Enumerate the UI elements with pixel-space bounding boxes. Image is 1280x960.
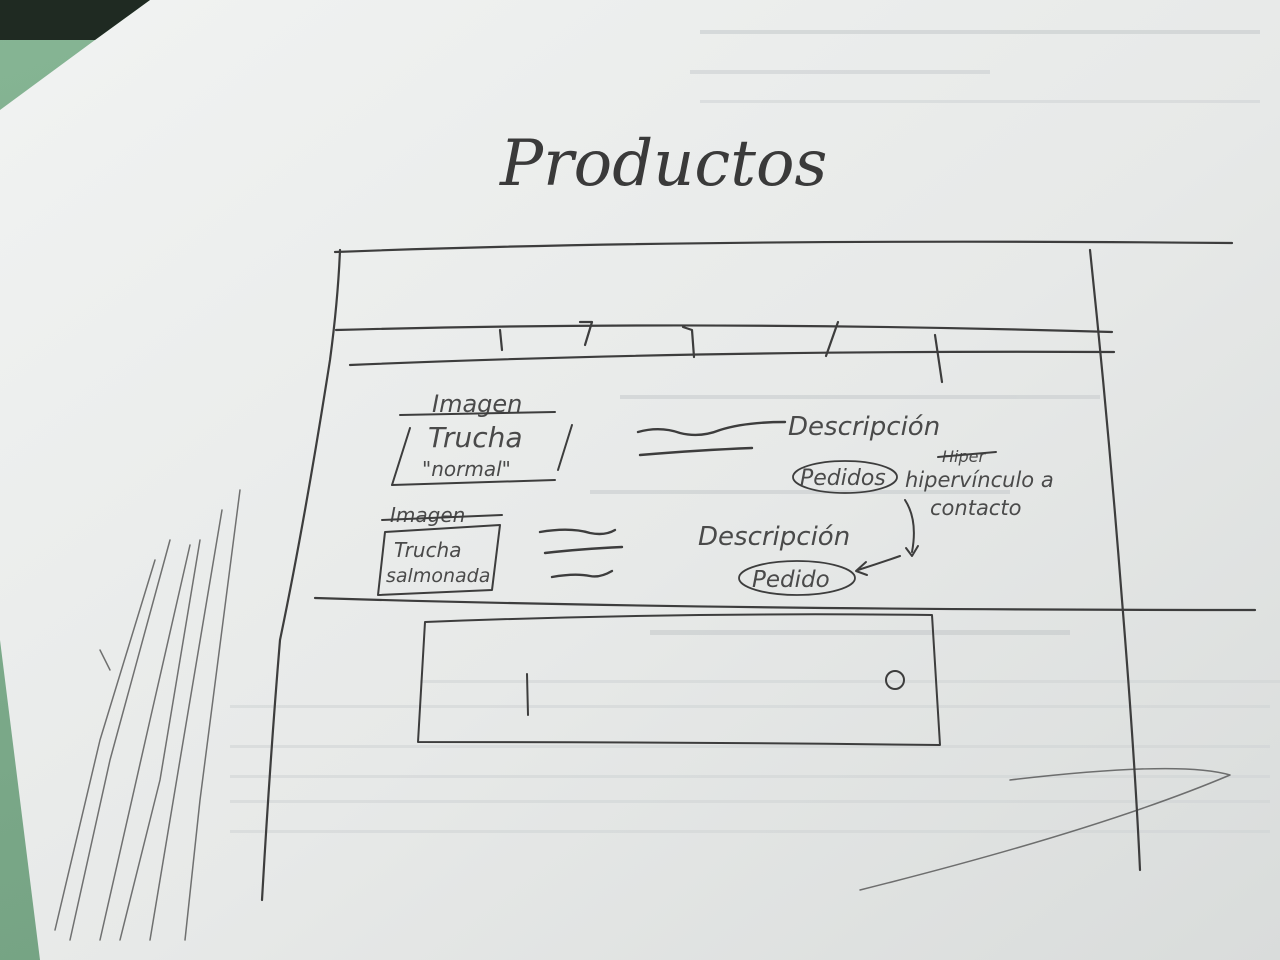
product-2-description-lines	[538, 528, 624, 579]
bleed-through-text	[230, 30, 1280, 833]
product-2-image-label: Imagen	[390, 503, 465, 527]
product-2-order-button-outline	[738, 560, 856, 596]
product-1-order-button-outline	[792, 460, 898, 494]
product-2-description-label: Descripción	[698, 522, 850, 552]
page-title: Productos	[499, 127, 827, 201]
annotation-note: Hiper hipervínculo a contacto	[855, 447, 1054, 576]
dark-corner	[0, 0, 150, 40]
product-2-order-button[interactable]: Pedido	[752, 567, 830, 593]
product-2-name-line2: salmonada	[386, 565, 490, 587]
footer-box	[417, 613, 941, 746]
product-1-order-button[interactable]: Pedidos	[800, 466, 886, 491]
footer-icon	[885, 670, 905, 690]
annotation-struck-word: Hiper	[942, 447, 986, 466]
annotation-line2: contacto	[930, 496, 1021, 520]
product-1-description-lines	[636, 420, 787, 457]
strike-through	[937, 451, 997, 458]
stray-scribbles	[54, 489, 1231, 941]
product-1-name-line1: Trucha	[428, 421, 523, 454]
annotation-line1: hipervínculo a	[905, 468, 1054, 492]
product-1-description-label: Descripción	[788, 412, 940, 442]
product-2-image-box	[377, 514, 503, 596]
browser-frame	[260, 240, 1257, 902]
product-1-image-box	[391, 411, 573, 486]
product-1: Imagen Trucha "normal" Descripción Pedid…	[391, 390, 940, 494]
product-2-name-line1: Trucha	[394, 538, 462, 562]
product-2: Imagen Trucha salmonada Descripción Pedi…	[377, 503, 856, 596]
product-1-name-line2: "normal"	[422, 457, 511, 481]
annotation-arrows	[855, 499, 919, 576]
